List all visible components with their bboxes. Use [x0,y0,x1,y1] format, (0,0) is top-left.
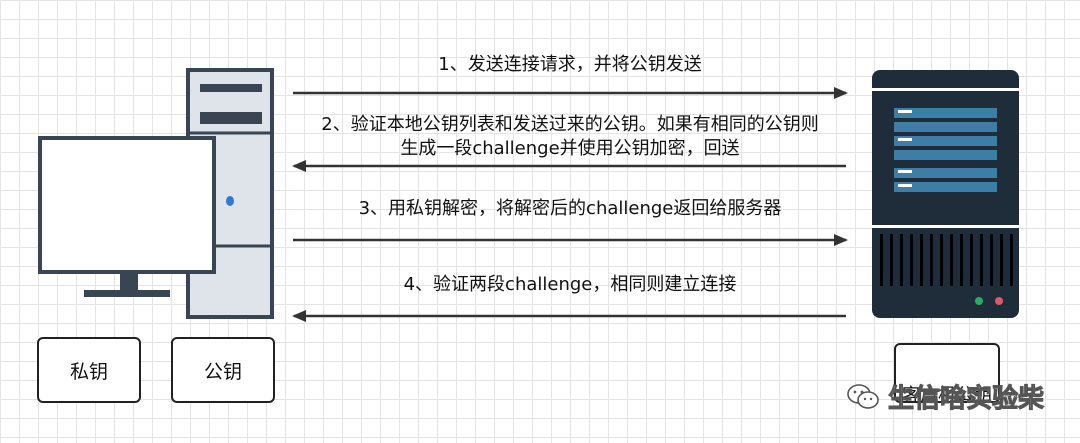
server-icon [872,70,1019,318]
watermark-text: 生信啥实验柴 [887,384,1044,415]
step-4-label: 4、验证两段challenge，相同则建立连接 [403,274,737,295]
wechat-icon [847,383,879,409]
step-1-label: 1、发送连接请求，并将公钥发送 [438,54,702,75]
step-2-label-line1: 2、验证本地公钥列表和发送过来的公钥。如果有相同的公钥则 [321,114,819,135]
private-key-box: 私钥 [37,337,141,403]
public-key-label: 公钥 [203,360,242,383]
watermark: 生信啥实验柴 [846,378,1045,415]
client-public-key-label: 客户机公钥 [902,385,992,403]
step-3-label: 3、用私钥解密，将解密后的challenge返回给服务器 [358,198,782,219]
client-public-key-box: 客户机公钥 [894,343,1000,403]
step-2-label-line2: 生成一段challenge并使用公钥加密，回送 [400,138,740,159]
private-key-label: 私钥 [69,360,108,383]
desktop-computer-icon [38,68,274,319]
public-key-box: 公钥 [171,337,275,403]
